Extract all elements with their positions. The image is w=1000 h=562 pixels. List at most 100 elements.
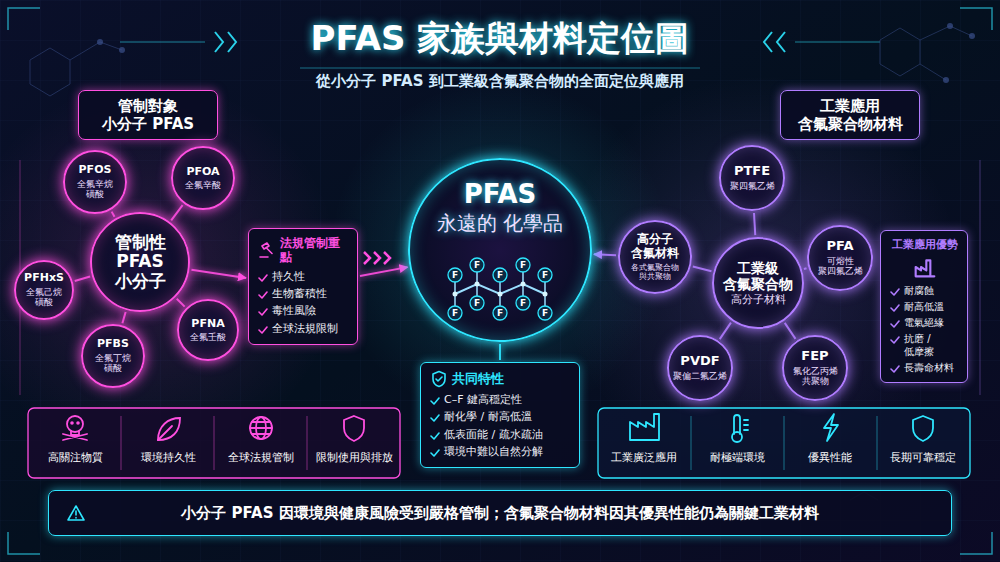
feature-label: 工業廣泛應用 [611, 451, 677, 464]
regulation-box: 法規管制重點持久性生物蓄積性毒性風險全球法規限制 [248, 228, 358, 345]
material-circle: PVDF 聚偏二氟乙烯 [667, 335, 733, 401]
atom-label: F [542, 309, 548, 318]
item-text: 環境中難以自然分解 [444, 445, 571, 459]
check-mark [430, 431, 440, 441]
check-mark [890, 319, 900, 329]
node-title: 管制性 PFAS 小分子 [101, 233, 179, 292]
node-title: 工業級 含氟聚合物 [718, 260, 798, 292]
list-item: 毒性風險 [258, 304, 349, 318]
list-item: 環境中難以自然分解 [430, 445, 571, 459]
connector [177, 299, 185, 307]
item-text: 耐腐蝕 [904, 284, 959, 297]
box-heading-row: 工業應用優勢 [890, 238, 959, 279]
node-subtitle: 全氟辛烷磺酸 [73, 179, 117, 200]
shield-icon [430, 370, 448, 388]
node-subtitle: 高分子材料 [718, 294, 798, 307]
node-title: PVDF [672, 354, 728, 369]
feature-label: 環境持久性 [141, 451, 196, 464]
node-subtitle: 全氟己烷磺酸 [22, 287, 66, 308]
list-item: 長壽命材料 [890, 361, 959, 374]
compound-circle: PFBS 全氟丁烷磺酸 [81, 324, 145, 388]
node-title: PFA [814, 239, 866, 254]
feature-label: 限制使用與排放 [316, 451, 393, 464]
check-mark [430, 396, 440, 406]
node-subtitle: 聚四氟乙烯 [726, 181, 778, 191]
item-text: 全球法規限制 [272, 322, 349, 336]
hub-circle: 工業級 含氟聚合物高分子材料 [712, 237, 804, 329]
feature-label: 耐極端環境 [710, 451, 765, 464]
check-mark [430, 413, 440, 423]
check-mark [890, 303, 900, 313]
list-item: 生物蓄積性 [258, 287, 349, 301]
node-subtitle: 各式氟聚合物 與共聚物 [626, 263, 684, 281]
list-item: 電氣絕緣 [890, 316, 959, 329]
item-text: 生物蓄積性 [272, 287, 349, 301]
group-header: 工業應用 含氟聚合物材料 [780, 90, 920, 140]
item-text: 長壽命材料 [904, 361, 959, 374]
summary-banner: 小分子 PFAS 因環境與健康風險受到嚴格管制；含氟聚合物材料因其優異性能仍為關… [48, 490, 952, 536]
list-item: 低表面能 / 疏水疏油 [430, 428, 571, 442]
list-item: 抗磨 / 低摩擦 [890, 332, 959, 358]
node-title: PFAS [435, 180, 565, 210]
node-subtitle: 氟化乙丙烯 共聚物 [789, 366, 841, 387]
connector [360, 267, 408, 276]
connector [171, 205, 182, 220]
node-title: PFBS [91, 338, 135, 351]
item-text: 毒性風險 [272, 304, 349, 318]
node-title: PFNA [186, 318, 230, 331]
compound-circle: PFNA全氟壬酸 [177, 299, 239, 361]
node-subtitle: 聚偏二氟乙烯 [672, 371, 728, 381]
atom-label: F [452, 271, 458, 280]
group-header: 管制對象 小分子 PFAS [78, 90, 218, 140]
check-mark [258, 273, 268, 283]
compound-circle: PFHxS全氟己烷磺酸 [14, 260, 74, 320]
atom-label: F [520, 261, 526, 270]
atom-label: F [520, 299, 526, 308]
material-circle: 高分子 含氟材料各式氟聚合物 與共聚物 [618, 220, 692, 294]
material-circle: PTFE聚四氟乙烯 [719, 145, 785, 211]
item-text: 持久性 [272, 270, 349, 284]
compound-circle: PFOA全氟辛酸 [171, 146, 235, 210]
node-subtitle: 全氟丁烷磺酸 [91, 353, 135, 374]
node-label: 工業應用 含氟聚合物材料 [790, 97, 910, 133]
node-subtitle: 永遠的 化學品 [435, 212, 565, 235]
check-mark [258, 325, 268, 335]
feature-label: 長期可靠穩定 [890, 451, 956, 464]
list-item: 耐腐蝕 [890, 284, 959, 297]
connector [499, 344, 501, 360]
subtitle: 從小分子 PFAS 到工業級含氟聚合物的全面定位與應用 [0, 73, 1000, 90]
atom-label: F [497, 271, 503, 280]
node-title: 高分子 含氟材料 [626, 233, 684, 261]
node-label: 小分子 PFAS 因環境與健康風險受到嚴格管制；含氟聚合物材料因其優異性能仍為關… [181, 504, 818, 522]
atom-label: F [452, 309, 458, 318]
item-text: 耐化學 / 耐高低溫 [444, 410, 571, 424]
connector [804, 267, 807, 270]
connector [754, 213, 755, 235]
box-heading: 工業應用優勢 [892, 238, 958, 251]
item-text: 抗磨 / 低摩擦 [904, 332, 959, 358]
connector [693, 267, 712, 272]
list-item: 全球法規限制 [258, 322, 349, 336]
gavel-icon [258, 241, 276, 259]
list-item: 耐化學 / 耐高低溫 [430, 410, 571, 424]
list-item: 持久性 [258, 270, 349, 284]
node-title: PFOA [181, 166, 225, 179]
warn-icon [67, 504, 85, 522]
atom-label: F [474, 261, 480, 270]
list-item: 耐高低溫 [890, 300, 959, 313]
box-heading-row: 共同特性 [430, 370, 571, 388]
atom-label: F [474, 299, 480, 308]
advantage-box: 工業應用優勢耐腐蝕耐高低溫電氣絕緣抗磨 / 低摩擦長壽命材料 [880, 230, 968, 383]
node-subtitle: 可熔性 聚四氟乙烯 [814, 256, 866, 277]
node-title: FEP [789, 349, 841, 364]
box-heading-row: 法規管制重點 [258, 236, 349, 265]
connector [785, 323, 796, 339]
item-text: C–F 鍵高穩定性 [444, 393, 571, 407]
box-heading: 法規管制重點 [280, 236, 349, 265]
check-mark [258, 307, 268, 317]
material-circle: PFA 可熔性 聚四氟乙烯 [807, 225, 873, 291]
feature-label: 優異性能 [808, 451, 852, 464]
hub-circle: 管制性 PFAS 小分子 [90, 212, 190, 312]
connector [191, 270, 246, 278]
